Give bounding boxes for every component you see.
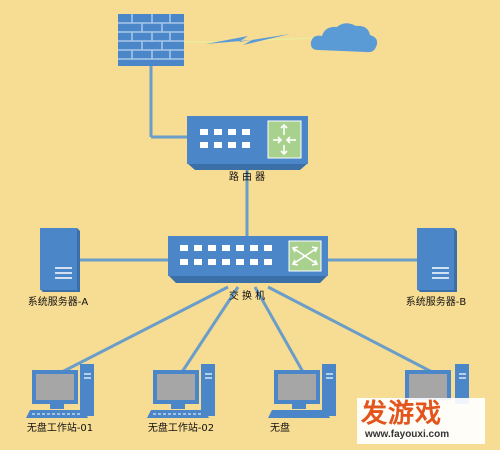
watermark: 发游戏 www.fayouxi.com [357, 398, 485, 444]
workstation-01-label: 无盘工作站-01 [26, 423, 94, 434]
server-b-icon [417, 228, 457, 292]
workstation-02-label: 无盘工作站-02 [147, 423, 215, 434]
lightning-icon [206, 34, 290, 45]
switch-label: 交 换 机 [228, 291, 266, 302]
watermark-brand: 发游戏 [361, 399, 443, 429]
cloud-icon [310, 23, 378, 53]
workstation-03-label: 无盘 [270, 423, 290, 434]
links [61, 66, 433, 374]
server-a-icon [40, 228, 80, 292]
server-b-label: 系统服务器-B [405, 297, 467, 308]
switch-icon [168, 236, 328, 283]
link-switch-ws03 [253, 286, 305, 373]
router-label: 路 由 器 [228, 172, 266, 183]
workstation-04-icon [405, 364, 469, 404]
link-switch-ws02 [180, 286, 240, 373]
link-switch-ws01 [61, 285, 229, 374]
firewall-icon [118, 14, 184, 66]
server-a-label: 系统服务器-A [27, 297, 89, 308]
link-switch-ws04 [267, 285, 433, 374]
watermark-url: www.fayouxi.com [365, 429, 450, 440]
workstation-02-icon [147, 364, 215, 418]
workstation-01-icon [26, 364, 94, 418]
router-icon [187, 116, 308, 170]
workstation-03-icon [268, 364, 336, 418]
